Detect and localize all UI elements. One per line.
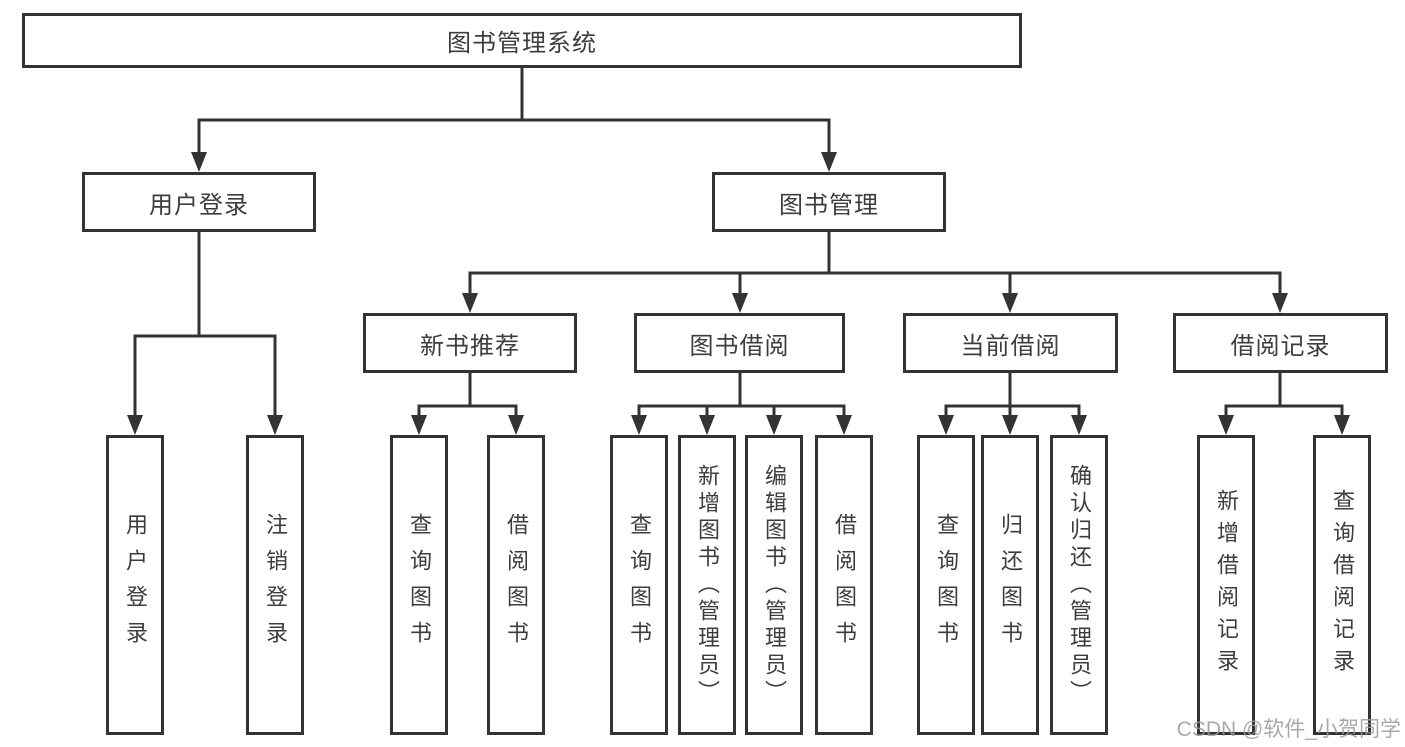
leaf-logout: 注销登录 (246, 435, 304, 735)
leaf-confirm-return-admin: 确认归还（管理员） (1050, 435, 1108, 735)
leaf-borrow-books-borrowing: 借阅图书 (815, 435, 873, 735)
leaf-return-books: 归还图书 (981, 435, 1039, 735)
node-borrowing-records: 借阅记录 (1173, 313, 1388, 373)
leaf-query-books-recommend: 查询图书 (390, 435, 448, 735)
watermark-text: CSDN @软件_小贺同学 (1176, 718, 1401, 741)
leaf-user-login: 用户登录 (106, 435, 164, 735)
node-book-borrowing: 图书借阅 (634, 313, 845, 373)
node-new-book-recommend: 新书推荐 (363, 313, 577, 373)
node-current-borrowing: 当前借阅 (903, 313, 1118, 373)
node-library-system: 图书管理系统 (22, 13, 1022, 68)
leaf-add-borrow-record: 新增借阅记录 (1197, 435, 1255, 735)
leaf-add-book-admin: 新增图书（管理员） (678, 435, 736, 735)
leaf-query-books-current: 查询图书 (917, 435, 975, 735)
node-book-management: 图书管理 (712, 172, 946, 232)
leaf-edit-book-admin: 编辑图书（管理员） (745, 435, 803, 735)
leaf-query-books-borrowing: 查询图书 (610, 435, 668, 735)
leaf-borrow-books-recommend: 借阅图书 (487, 435, 545, 735)
node-user-login: 用户登录 (82, 172, 316, 232)
leaf-query-borrow-record: 查询借阅记录 (1313, 435, 1371, 735)
